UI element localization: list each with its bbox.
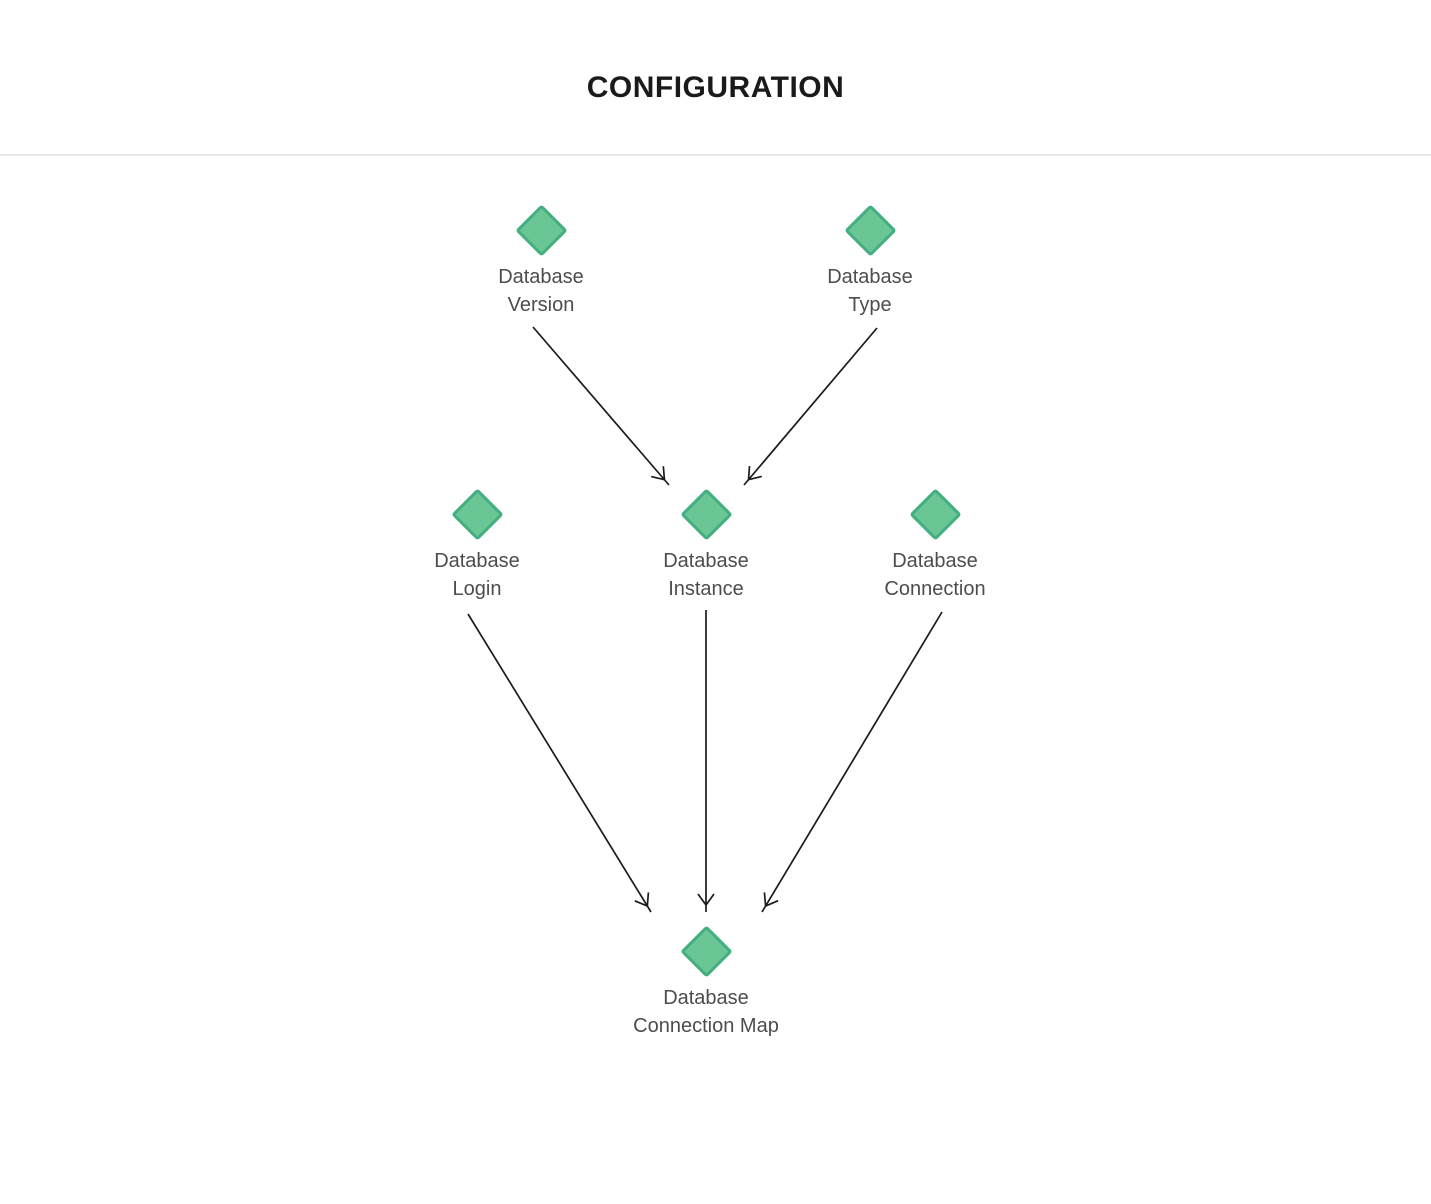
diamond-icon [843, 204, 897, 257]
node-label-line: Connection Map [633, 1015, 779, 1037]
diamond-icon [514, 204, 568, 257]
header-divider [0, 154, 1431, 156]
node-label-line: Login [452, 578, 502, 600]
edge-database-connection-to-database-connection-map [761, 611, 943, 913]
node-label-line: Instance [668, 578, 744, 600]
node-label-line: Version [507, 294, 575, 316]
diamond-icon [450, 488, 504, 541]
edge-database-type-to-database-instance [743, 327, 878, 486]
node-label-line: Database [663, 987, 749, 1009]
page-title: CONFIGURATION [586, 71, 845, 104]
diamond-icon [679, 925, 733, 978]
diamond-icon [679, 488, 733, 541]
header: CONFIGURATION [0, 0, 1431, 154]
diamond-icon [908, 488, 962, 541]
node-label-line: Database [663, 550, 749, 572]
node-label-line: Type [848, 294, 892, 316]
node-label-line: Database [498, 266, 584, 288]
node-label-line: Connection [884, 578, 986, 600]
node-label-line: Database [434, 550, 520, 572]
node-label-line: Database [827, 266, 913, 288]
edge-database-version-to-database-instance [532, 326, 670, 486]
node-label-line: Database [892, 550, 978, 572]
edge-database-login-to-database-connection-map [467, 613, 652, 913]
